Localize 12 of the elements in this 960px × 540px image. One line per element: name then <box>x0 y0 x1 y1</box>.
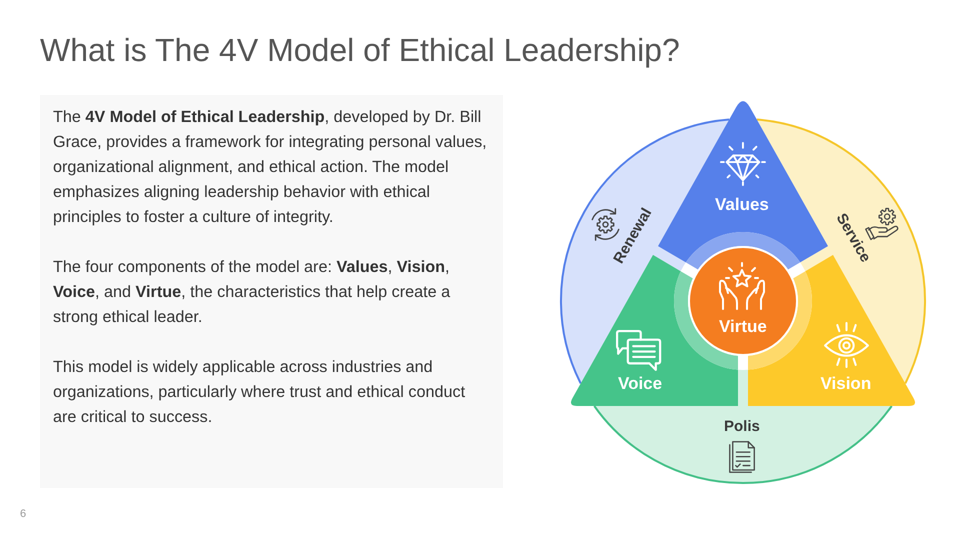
paragraph: The 4V Model of Ethical Leadership, developed by Dr. Bill Grace, provides a framework for integrating personal values, organizational alignment, and ethical action. The model emphasizes aligning leadership behavior with ethical principles to foster a culture of integrity. <box>53 107 488 228</box>
segment-label: Vision <box>820 374 872 394</box>
slide-title: What is The 4V Model of Ethical Leadership? <box>40 31 680 69</box>
page-number: 6 <box>20 507 26 521</box>
segment-label: Values <box>715 196 769 214</box>
segment-label: Voice <box>618 374 662 394</box>
paragraph: The four components of the model are: Values, Vision, Voice, and Virtue, the characteristics that help create a strong ethical leader. <box>53 257 452 328</box>
circle-label: Virtue <box>719 318 767 336</box>
triangle-segment <box>658 101 828 263</box>
circle-sector <box>592 368 894 485</box>
paragraph: This model is widely applicable across industries and organizations, particularly where trust and ethical conduct are critical to success. <box>53 357 466 428</box>
sector-label: Polis <box>724 418 760 435</box>
